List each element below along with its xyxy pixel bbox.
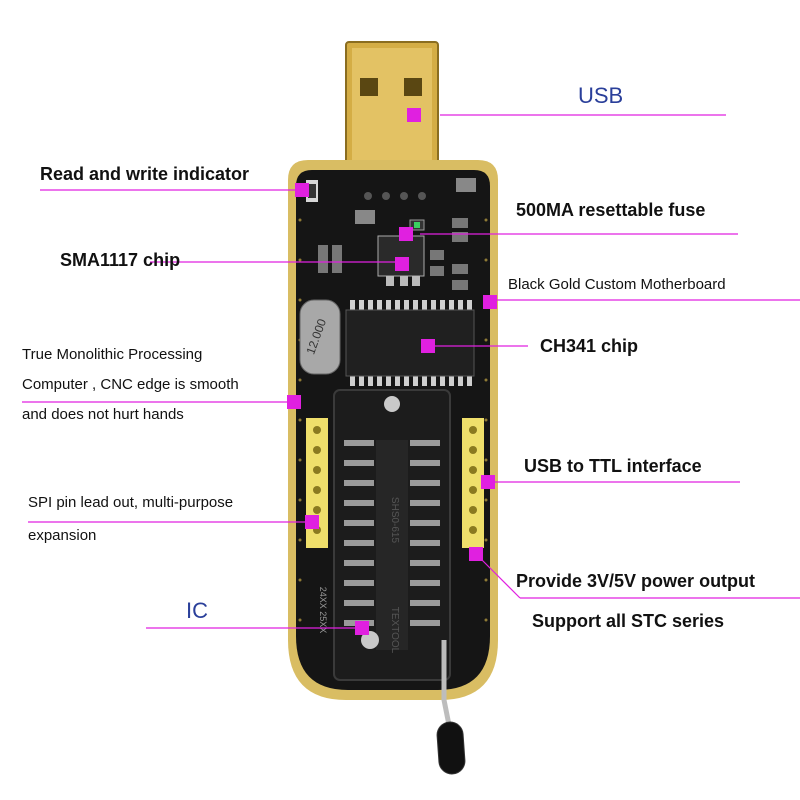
- socket-contact: [410, 480, 440, 486]
- label-ch341: CH341 chip: [540, 336, 639, 356]
- label-monolithic-1: True Monolithic Processing: [22, 346, 203, 363]
- leader-marker: [481, 475, 495, 489]
- leader-line: [475, 553, 521, 599]
- ch341-pin: [395, 300, 400, 311]
- ch341-pin: [386, 300, 391, 311]
- header-pin: [469, 466, 477, 474]
- leader-marker: [295, 183, 309, 197]
- label-fuse: 500MA resettable fuse: [516, 200, 706, 220]
- header-pin: [469, 426, 477, 434]
- ch341-pin: [377, 300, 382, 311]
- ch341-pin: [440, 375, 445, 386]
- ext-socket-label: 24XX 25XX: [318, 587, 328, 634]
- socket-contact: [410, 500, 440, 506]
- ch341-pin: [350, 300, 355, 311]
- ch341-pin: [413, 300, 418, 311]
- label-rw-indicator: Read and write indicator: [40, 164, 250, 184]
- socket-contact: [344, 440, 374, 446]
- leader-marker: [287, 395, 301, 409]
- ch341-pin: [422, 375, 427, 386]
- ch341-chip: [345, 300, 475, 386]
- label-power-output: Provide 3V/5V power output: [516, 571, 756, 591]
- socket-part-label: SHS0-615: [389, 497, 400, 544]
- label-usb: USB: [578, 83, 624, 108]
- socket-contact: [410, 440, 440, 446]
- ch341-pin: [350, 375, 355, 386]
- ch341-pin: [404, 300, 409, 311]
- smd-components: [306, 178, 476, 290]
- socket-contact: [410, 460, 440, 466]
- leader-marker: [483, 295, 497, 309]
- label-stc: Support all STC series: [532, 611, 725, 631]
- socket-contact: [344, 560, 374, 566]
- zif-socket: SHS0-615 TEXTOOL: [333, 389, 451, 681]
- socket-contact: [410, 560, 440, 566]
- ch341-pin: [395, 375, 400, 386]
- ch341-pin: [449, 375, 454, 386]
- header-pin: [469, 486, 477, 494]
- header-pin: [313, 486, 321, 494]
- ch341-pin: [440, 300, 445, 311]
- socket-contact: [344, 520, 374, 526]
- ch341-pin: [359, 300, 364, 311]
- socket-contact: [410, 620, 440, 626]
- socket-contact: [410, 540, 440, 546]
- ch341-pin: [467, 375, 472, 386]
- ch341-pin: [413, 375, 418, 386]
- label-monolithic-2: Computer , CNC edge is smooth: [22, 376, 239, 393]
- leader-marker: [399, 227, 413, 241]
- socket-contact: [344, 480, 374, 486]
- header-pin: [469, 506, 477, 514]
- ch341-pin: [368, 375, 373, 386]
- label-usb-ttl: USB to TTL interface: [524, 456, 702, 476]
- socket-contact: [344, 600, 374, 606]
- ch341-pin: [467, 300, 472, 311]
- leader-markers: [287, 108, 497, 635]
- leader-marker: [421, 339, 435, 353]
- ch341-pin: [368, 300, 373, 311]
- header-pin: [313, 446, 321, 454]
- label-spi-2: expansion: [28, 527, 97, 544]
- ttl-header-pins: [462, 418, 484, 548]
- crystal-oscillator: 12.000: [299, 299, 341, 375]
- ch341-pin: [386, 375, 391, 386]
- header-pin: [313, 426, 321, 434]
- label-sma1117: SMA1117 chip: [60, 250, 181, 270]
- socket-brand-label: TEXTOOL: [389, 607, 400, 654]
- socket-contact: [410, 600, 440, 606]
- socket-contact: [410, 580, 440, 586]
- socket-contact: [344, 580, 374, 586]
- header-pin: [313, 506, 321, 514]
- ch341-pin: [422, 300, 427, 311]
- header-pin: [469, 446, 477, 454]
- leader-marker: [355, 621, 369, 635]
- socket-contact: [344, 460, 374, 466]
- leader-marker: [407, 108, 421, 122]
- ch341-pin: [458, 300, 463, 311]
- socket-lever: [436, 640, 466, 775]
- usb-solder-pads: [364, 192, 426, 200]
- socket-contact: [344, 540, 374, 546]
- leader-marker: [469, 547, 483, 561]
- ch341-pin: [449, 300, 454, 311]
- leader-marker: [395, 257, 409, 271]
- header-pin: [469, 526, 477, 534]
- header-pin: [313, 466, 321, 474]
- label-monolithic-3: and does not hurt hands: [22, 406, 184, 423]
- label-spi-1: SPI pin lead out, multi-purpose: [28, 494, 234, 511]
- ch341-pin: [458, 375, 463, 386]
- ch341-pin: [431, 300, 436, 311]
- socket-contact: [410, 520, 440, 526]
- label-ic: IC: [186, 598, 208, 623]
- socket-contact: [344, 500, 374, 506]
- label-black-gold: Black Gold Custom Motherboard: [508, 276, 726, 293]
- ch341-pin: [359, 375, 364, 386]
- ch341-pin: [377, 375, 382, 386]
- ch341-pin: [404, 375, 409, 386]
- leader-marker: [305, 515, 319, 529]
- ch341-pin: [431, 375, 436, 386]
- leader-lines: [22, 114, 800, 629]
